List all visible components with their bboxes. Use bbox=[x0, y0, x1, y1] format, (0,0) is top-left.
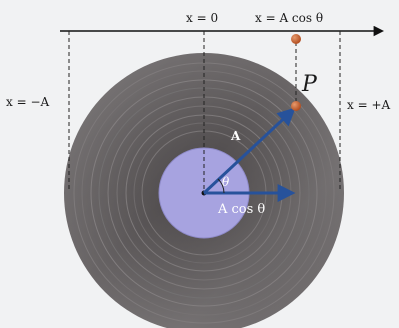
label-point-p: P bbox=[302, 72, 317, 97]
label-x-minus-a: x = −A bbox=[6, 95, 50, 109]
point-p-ball bbox=[291, 101, 301, 111]
angle-arc bbox=[217, 178, 225, 194]
label-x-zero: x = 0 bbox=[186, 11, 219, 25]
projected-ball bbox=[291, 34, 301, 44]
label-theta: θ bbox=[222, 175, 230, 189]
label-x-acos: x = A cos θ bbox=[255, 11, 324, 25]
label-x-plus-a: x = +A bbox=[347, 98, 391, 112]
guide-lines bbox=[68, 31, 341, 193]
vinyl-record bbox=[64, 53, 344, 328]
label-component: A cos θ bbox=[218, 202, 266, 217]
label-vector-a: A bbox=[231, 129, 241, 143]
